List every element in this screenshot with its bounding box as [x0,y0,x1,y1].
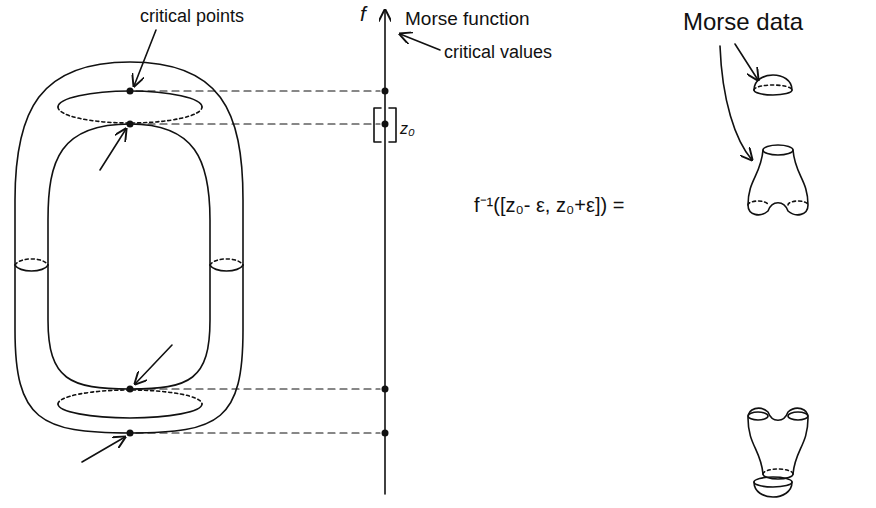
pants-piece [788,201,808,205]
text-label: f [360,2,366,26]
left-section-back [15,259,48,265]
cup-piece [754,477,792,487]
critical-point [127,386,134,393]
text-label: Morse function [405,8,530,30]
projection-line [136,90,380,91]
interval-bracket [374,108,381,142]
cup-piece [754,482,792,497]
cap-piece [754,75,792,90]
pants-piece [748,150,808,215]
critical-point [127,430,134,437]
pointer-arrow [720,46,752,160]
pointer-arrow [134,30,156,86]
text-label: f⁻¹([z₀- ε, z₀+ε]) = [474,194,624,217]
text-label: critical values [444,42,552,63]
critical-value [382,121,389,128]
pants-piece [748,201,768,205]
pants-piece [763,469,793,474]
critical-value [382,386,389,393]
projection-line [136,432,380,433]
cap-piece [754,90,792,95]
projection-line [136,388,380,389]
f-axis [384,10,386,494]
torus-inner [48,124,210,389]
critical-value [382,88,389,95]
torus-outer [15,62,243,433]
critical-point [127,88,134,95]
pants-piece [748,408,808,474]
pointer-arrow [400,34,440,50]
interval-bracket [389,108,396,142]
pants-piece [748,412,768,420]
projection-line [136,123,380,124]
pants-piece [788,412,808,420]
pointer-arrow [735,44,758,80]
pants-piece [763,145,793,155]
pointer-arrow [135,345,172,384]
pointer-arrow [82,437,125,462]
text-label: Morse data [683,8,803,36]
critical-value [382,430,389,437]
pointer-arrow [100,129,126,170]
cap-piece [754,85,792,90]
bottom-section-front [58,404,202,418]
critical-point [127,121,134,128]
text-label: critical points [140,6,244,27]
left-section-front [15,265,48,271]
right-section-back [210,259,243,265]
text-label: z₀ [400,120,415,138]
right-section-front [210,265,243,271]
